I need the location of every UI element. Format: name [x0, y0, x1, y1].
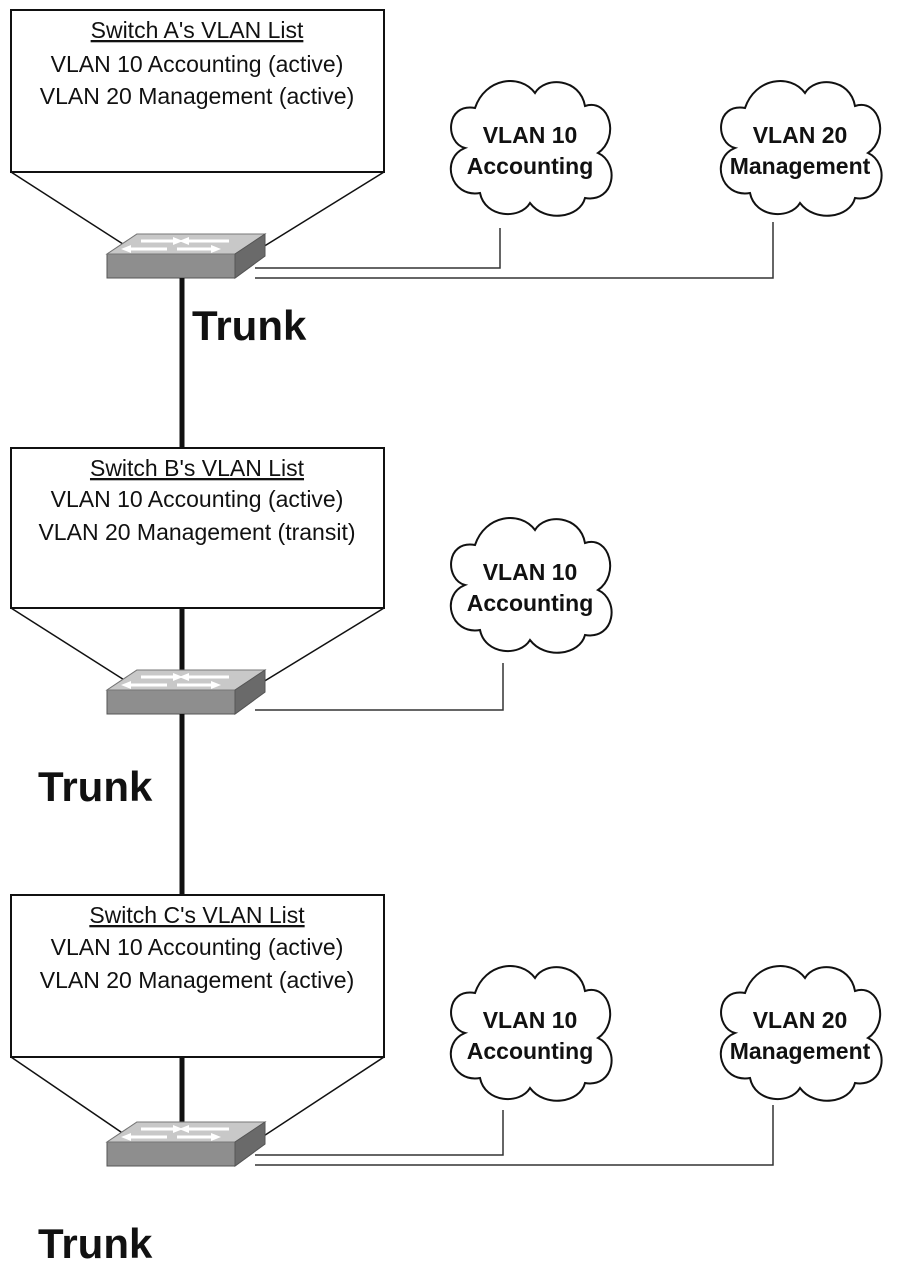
switch-a-list-title: Switch A's VLAN List [91, 17, 304, 43]
svg-text:VLAN 20: VLAN 20 [753, 1007, 848, 1033]
switch-b-icon [105, 668, 267, 716]
switch-a-vlan-list-box [10, 9, 385, 173]
svg-text:Accounting: Accounting [467, 153, 594, 179]
svg-text:VLAN 10: VLAN 10 [483, 122, 578, 148]
svg-text:VLAN 10: VLAN 10 [483, 1007, 578, 1033]
switch-c-vlan-20-entry: VLAN 20 Management (active) [40, 967, 355, 993]
switch-c-vlan-20-cloud: VLAN 20 Management [719, 965, 883, 1102]
svg-text:VLAN 20: VLAN 20 [753, 122, 848, 148]
switch-c-group: Switch C's VLAN List VLAN 10 Accounting … [10, 894, 883, 1168]
svg-text:Accounting: Accounting [467, 590, 594, 616]
switch-c-vlan-list-box [10, 894, 385, 1058]
svg-text:Accounting: Accounting [467, 1038, 594, 1064]
switch-b-vlan-list-box [10, 447, 385, 609]
switch-c-vlan-10-cloud: VLAN 10 Accounting [449, 965, 613, 1102]
switch-a-vlan-10-cloud: VLAN 10 Accounting [449, 80, 613, 217]
switch-a-group: Switch A's VLAN List VLAN 10 Accounting … [10, 9, 883, 280]
switch-b-vlan-20-entry: VLAN 20 Management (transit) [38, 519, 355, 545]
switch-c-list-title: Switch C's VLAN List [89, 902, 305, 928]
switch-c-icon [105, 1120, 267, 1168]
trunk-label-b: Trunk [38, 763, 153, 810]
trunk-label-c: Trunk [38, 1220, 153, 1267]
switch-b-list-title: Switch B's VLAN List [90, 455, 305, 481]
switch-a-vlan-10-entry: VLAN 10 Accounting (active) [51, 51, 344, 77]
svg-text:VLAN 10: VLAN 10 [483, 559, 578, 585]
trunk-label-a: Trunk [192, 302, 307, 349]
switch-b-vlan-10-entry: VLAN 10 Accounting (active) [51, 486, 344, 512]
switch-a-vlan-20-cloud: VLAN 20 Management [719, 80, 883, 217]
svg-text:Management: Management [730, 1038, 871, 1064]
switch-a-icon [105, 232, 267, 280]
switch-b-group: Switch B's VLAN List VLAN 10 Accounting … [10, 447, 613, 716]
switch-a-vlan-20-entry: VLAN 20 Management (active) [40, 83, 355, 109]
svg-text:Management: Management [730, 153, 871, 179]
switch-b-vlan-10-cloud: VLAN 10 Accounting [449, 517, 613, 654]
switch-c-vlan-10-entry: VLAN 10 Accounting (active) [51, 934, 344, 960]
